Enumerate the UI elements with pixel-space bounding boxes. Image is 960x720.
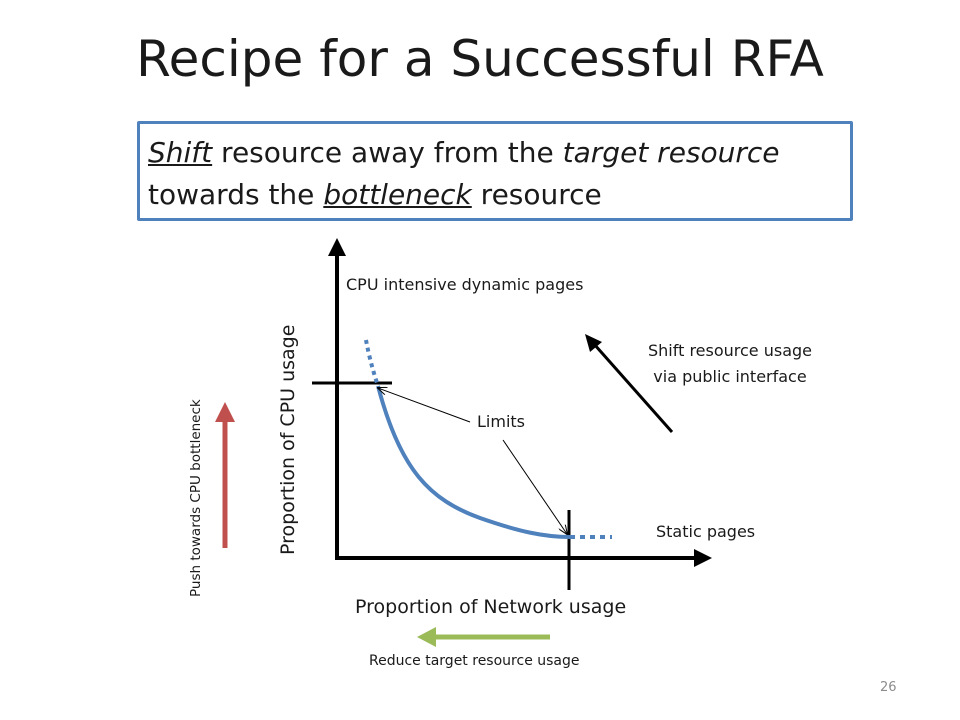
push-arrowhead [215, 402, 235, 422]
callout-target-resource: target resource [562, 136, 780, 169]
callout-text-a: resource away from the [212, 136, 563, 169]
callout-bottleneck: bottleneck [323, 178, 472, 211]
reduce-label: Reduce target resource usage [369, 653, 580, 669]
page-number: 26 [880, 680, 897, 695]
reduce-arrowhead [417, 627, 436, 647]
limits-label: Limits [477, 412, 525, 431]
callout-shift: Shift [148, 136, 213, 169]
push-label: Push towards CPU bottleneck [188, 399, 204, 597]
static-pages-label: Static pages [656, 522, 756, 541]
x-axis-arrowhead [694, 549, 712, 567]
callout-text-b: towards the [148, 178, 324, 211]
shift-arrowhead [585, 334, 602, 352]
top-label: CPU intensive dynamic pages [346, 275, 584, 294]
curve-dashed-top [364, 339, 380, 387]
shift-arrow [592, 343, 674, 433]
shift-label-line1: Shift resource usage [647, 341, 813, 360]
shift-label: Shift resource usage via public interfac… [600, 338, 860, 390]
limits-pointer-upper [378, 388, 471, 423]
x-axis-label: Proportion of Network usage [355, 596, 627, 618]
limits-pointer-lower [502, 439, 567, 534]
callout-text-c: resource [471, 178, 602, 211]
callout-box: Shift resource away from the target reso… [137, 121, 853, 221]
y-axis-label: Proportion of CPU usage [277, 324, 299, 555]
slide-title: Recipe for a Successful RFA [136, 30, 824, 88]
y-axis-arrowhead [328, 238, 346, 256]
tradeoff-curve [376, 385, 571, 539]
shift-label-line2: via public interface [653, 367, 807, 386]
